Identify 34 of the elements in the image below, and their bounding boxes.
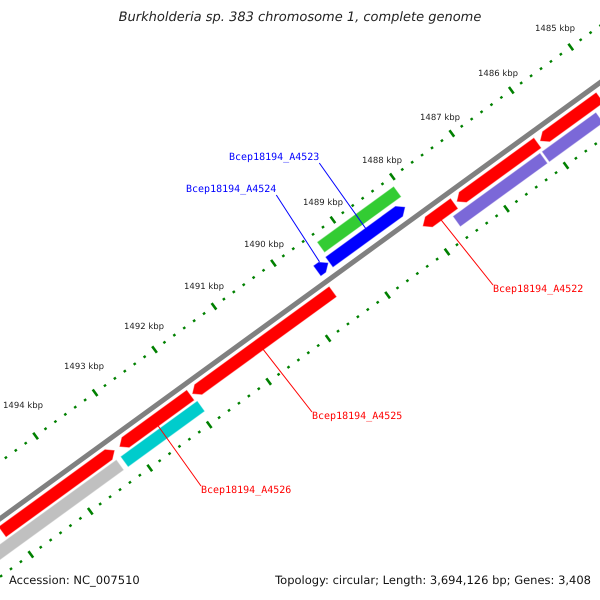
gene-bar: [120, 400, 205, 468]
gene-label: Bcep18194_A4524: [186, 185, 276, 195]
gene-label: Bcep18194_A4525: [312, 412, 402, 422]
title: Burkholderia sp. 383 chromosome 1, complete genome: [118, 11, 482, 24]
scale-label: 1487 kbp: [420, 114, 460, 122]
scale-label: 1493 kbp: [64, 363, 104, 372]
scale-label: 1490 kbp: [244, 241, 284, 250]
gene-feature: [540, 92, 600, 142]
scale-label: 1491 kbp: [184, 283, 224, 292]
gene-feature: [119, 390, 194, 448]
gene-feature: [325, 206, 406, 268]
genome-info-text: Topology: circular; Length: 3,694,126 bp; Genes: 3,408: [275, 575, 591, 586]
gene-bar: [0, 460, 124, 562]
gene-feature: [0, 449, 115, 538]
leader-line: [158, 426, 202, 486]
gene-bar: [452, 152, 548, 227]
scale-label: 1494 kbp: [3, 402, 44, 410]
leader-line: [318, 162, 366, 229]
leader-line: [276, 194, 320, 262]
scale-label: 1486 kbp: [478, 70, 518, 78]
scale-label: 1488 kbp: [362, 157, 402, 166]
gene-label: Bcep18194_A4523: [229, 153, 320, 163]
gene-feature: [422, 198, 458, 228]
gene-feature: [456, 138, 542, 203]
gene-label: Bcep18194_A4522: [493, 285, 584, 295]
leader-line: [440, 220, 494, 286]
gene-label: Bcep18194_A4526: [201, 486, 292, 496]
scale-label: 1485 kbp: [535, 25, 576, 34]
gene-bar: [542, 112, 600, 162]
scale-label: 1489 kbp: [303, 199, 344, 208]
scale-label: 1492 kbp: [124, 323, 164, 332]
accession-text: Accession: NC_007510: [9, 575, 140, 586]
leader-line: [262, 349, 312, 412]
gene-feature: [313, 262, 329, 276]
